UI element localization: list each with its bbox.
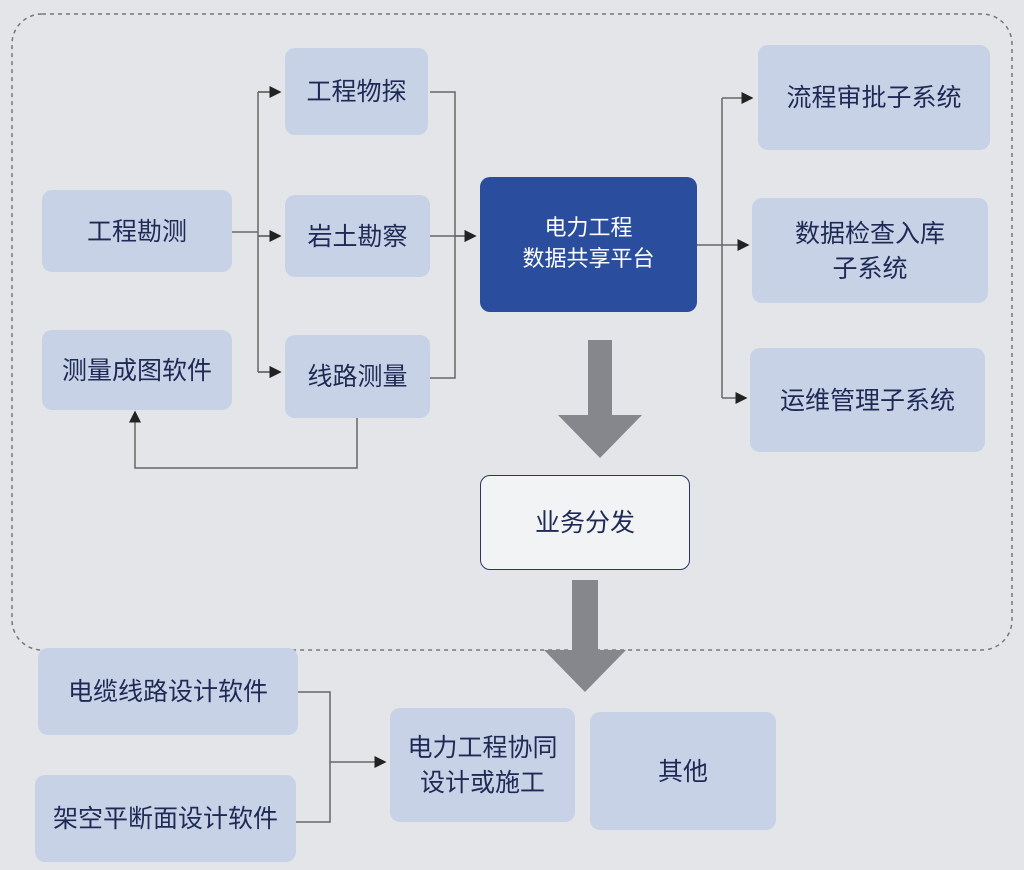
connector-feedback [129, 410, 358, 469]
node-mapping-software: 测量成图软件 [42, 330, 232, 410]
node-line-survey: 线路测量 [285, 335, 430, 418]
node-collab: 电力工程协同 设计或施工 [390, 708, 575, 822]
node-geophysics: 工程物探 [285, 48, 428, 135]
node-eng-survey: 工程勘测 [42, 190, 232, 272]
node-overhead-design: 架空平断面设计软件 [35, 775, 296, 862]
big-arrow-down-1 [558, 340, 642, 458]
big-arrow-down-2 [544, 580, 626, 692]
node-distribution: 业务分发 [480, 475, 690, 570]
connector-to-platform [430, 91, 475, 379]
connector-platform-out [697, 98, 752, 398]
node-data-check: 数据检查入库 子系统 [752, 198, 988, 303]
node-geotech: 岩土勘察 [285, 195, 430, 277]
node-cable-design: 电缆线路设计软件 [38, 648, 298, 735]
node-ops: 运维管理子系统 [750, 348, 985, 452]
node-platform: 电力工程 数据共享平台 [480, 177, 697, 312]
node-approval: 流程审批子系统 [758, 45, 990, 150]
node-other: 其他 [590, 712, 776, 830]
connector-survey-branches [232, 91, 280, 372]
connector-design-to-collab [296, 691, 385, 823]
dashed-container [11, 13, 1013, 651]
